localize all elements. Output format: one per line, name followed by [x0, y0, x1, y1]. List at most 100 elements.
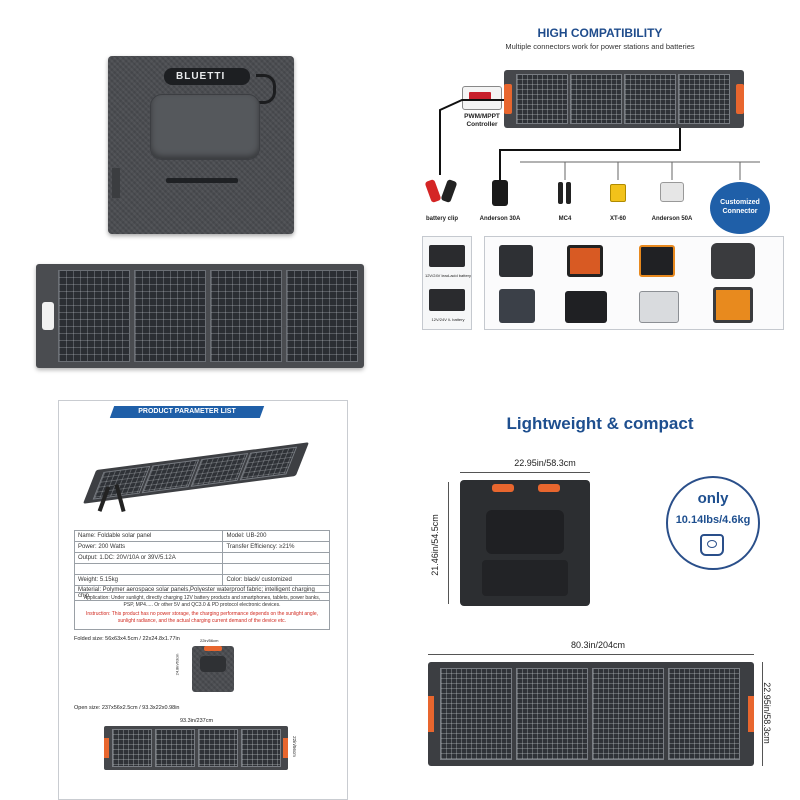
xt60-icon: [610, 184, 626, 202]
carry-handle: [164, 68, 250, 85]
lead-acid-battery-icon: [429, 245, 465, 267]
product-folded-and-open-view: BLUETTI: [0, 0, 400, 400]
application-box: [74, 592, 330, 630]
application-text: Application: Under sunlight, directly ch…: [83, 595, 321, 608]
orange-handle: [504, 84, 512, 114]
instruction-text: Instruction: This product has no power s…: [86, 611, 318, 624]
solar-cell-panel: [134, 270, 206, 362]
power-stations-box: [484, 236, 784, 330]
table-cell: Transfer Efficiency: ≥21%: [222, 541, 330, 553]
folded-width-dimension: 22.95in/58.3cm: [514, 458, 576, 468]
connector-label: Anderson 30A: [479, 216, 521, 222]
power-station-icon: [639, 245, 675, 277]
dimension-line: [428, 654, 754, 655]
battery-label: 12V/24V li- battery: [431, 317, 465, 322]
batteries-box: 12V/24V lead-acid battery 12V/24V li- ba…: [422, 236, 472, 330]
connector-label: Anderson 50A: [651, 216, 693, 222]
folded-panel-image: [192, 646, 234, 692]
solar-cell-panel: [58, 270, 130, 362]
compatibility-title: HIGH COMPATIBILITY: [537, 26, 663, 40]
open-size-label: Open size: 237x56x2.5cm / 93.3x22x0.98in: [74, 705, 180, 711]
parameter-table: Name: Foldable solar panel Model: UB-200…: [73, 530, 330, 601]
power-station-icon: [567, 245, 603, 277]
solar-cell-panel: [516, 74, 568, 124]
anderson-50a-icon: [660, 182, 684, 202]
dimension-line: [762, 662, 763, 766]
orange-handle: [736, 84, 744, 114]
table-cell: Model: UB-200: [222, 530, 330, 542]
table-cell: [222, 552, 330, 564]
battery-clip-icon: [424, 178, 460, 206]
lightweight-title: Lightweight & compact: [506, 414, 694, 433]
solar-cell-panel: [210, 270, 282, 362]
only-label: only: [697, 490, 729, 507]
table-row: Power: 200 Watts Transfer Efficiency: ≥2…: [73, 541, 330, 553]
power-station-icon: [639, 291, 679, 323]
parameter-header: PRODUCT PARAMETER LIST: [138, 408, 236, 415]
solar-cell-panel: [286, 270, 358, 362]
controller-device: [462, 86, 502, 110]
dimension-line: [448, 482, 449, 604]
table-cell: Material: Polymer aerospace solar panels…: [74, 585, 330, 601]
folded-height-label: 24.8in/63cm: [174, 653, 180, 676]
table-cell: Weight: 5.15kg: [73, 574, 224, 586]
table-row: [73, 563, 330, 575]
compatibility-subtitle: Multiple connectors work for power stati…: [505, 42, 695, 51]
power-station-icon: [499, 289, 535, 323]
unfolded-solar-panel: [36, 264, 364, 368]
table-cell: [73, 563, 224, 575]
folded-width-label: 22in/56cm: [200, 638, 219, 643]
solar-cell-panel: [678, 74, 730, 124]
folded-panel-photo: [460, 480, 590, 606]
solar-cell-panel: [570, 74, 622, 124]
dimension-line: [460, 472, 590, 473]
anderson-30a-icon: [492, 180, 508, 206]
zipper: [166, 178, 238, 183]
folded-height-dimension: 21.46in/54.5cm: [430, 514, 440, 576]
folded-solar-panel: BLUETTI: [108, 56, 294, 234]
left-handle: [42, 302, 54, 330]
table-cell: [222, 563, 330, 575]
cable: [256, 74, 276, 104]
table-row: Name: Foldable solar panel Model: UB-200: [73, 530, 330, 542]
open-width-dimension: 80.3in/204cm: [570, 640, 626, 650]
connector-label: XT-60: [609, 216, 626, 222]
lithium-battery-icon: [429, 289, 465, 311]
product-parameter-section: PRODUCT PARAMETER LIST Name: Foldable so…: [0, 400, 400, 800]
wiring-lines: [439, 99, 760, 180]
open-height-dimension: 22.95in/58.3cm: [762, 682, 772, 744]
power-station-icon: [713, 287, 753, 323]
compatibility-section: HIGH COMPATIBILITY Multiple connectors w…: [400, 0, 800, 400]
controller-display: [469, 92, 491, 101]
customized-connector-label: Customized Connector: [720, 199, 760, 215]
table-row: Output: 1.DC: 20V/10A or 39V/5.12A: [73, 552, 330, 564]
lightweight-section: Lightweight & compact 22.95in/58.3cm 21.…: [400, 400, 800, 800]
connector-label: battery clip: [425, 216, 458, 222]
table-cell: Color: black/ customized: [222, 574, 330, 586]
power-station-icon: [711, 243, 755, 279]
side-strap: [112, 168, 120, 198]
table-cell: Power: 200 Watts: [73, 541, 224, 553]
solar-panel-diagram: [504, 70, 744, 128]
battery-label: 12V/24V lead-acid battery: [424, 273, 472, 278]
folded-size-label: Folded size: 56x63x4.5cm / 22x24.8x1.77i…: [74, 636, 180, 642]
table-row: Material: Polymer aerospace solar panels…: [74, 585, 330, 601]
open-panel-image: [104, 726, 288, 770]
weight-value: 10.14lbs/4.6kg: [675, 514, 751, 526]
table-cell: Name: Foldable solar panel: [73, 530, 224, 542]
weight-badge: [666, 476, 760, 570]
table-row: Weight: 5.15kg Color: black/ customized: [73, 574, 330, 586]
power-station-icon: [499, 245, 533, 277]
open-width-label: 93.3in/237cm: [180, 718, 214, 724]
open-panel-photo: [428, 662, 754, 766]
customized-connector-badge: [710, 182, 770, 234]
mc4-icon: [558, 182, 572, 204]
open-height-label: 22in/56cm: [291, 736, 297, 757]
brand-logo: BLUETTI: [176, 71, 226, 82]
accessory-pouch: [150, 94, 260, 160]
controller-label: PWM/MPPT Controller: [464, 113, 500, 128]
scale-icon: [700, 534, 724, 556]
table-cell: Output: 1.DC: 20V/10A or 39V/5.12A: [73, 552, 224, 564]
solar-cell-panel: [624, 74, 676, 124]
power-station-icon: [565, 291, 607, 323]
